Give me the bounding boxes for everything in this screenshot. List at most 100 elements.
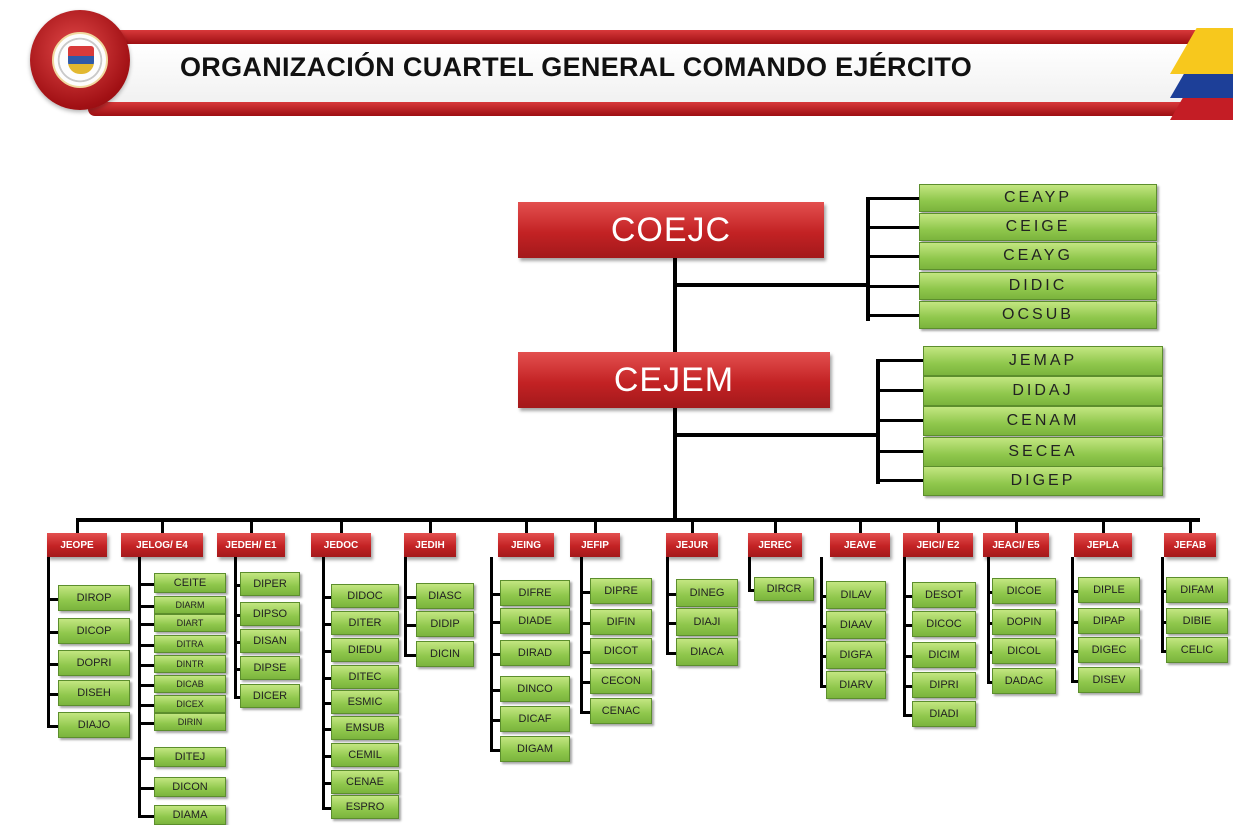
unit-connector-line — [322, 782, 332, 785]
unit-connector-line — [138, 684, 155, 687]
unit-box-digec: DIGEC — [1078, 637, 1140, 663]
unit-connector-line — [1161, 621, 1167, 624]
unit-connector-line — [234, 696, 241, 699]
army-emblem-icon — [30, 10, 130, 110]
unit-box-dinco: DINCO — [500, 676, 570, 702]
unit-box-cemil: CEMIL — [331, 743, 399, 767]
unit-connector-line — [903, 595, 913, 598]
jefatura-bracket-line — [1071, 557, 1074, 682]
unit-connector-line — [666, 593, 677, 596]
unit-connector-line — [1071, 650, 1079, 653]
unit-box-diaav: DIAAV — [826, 611, 886, 639]
coejc-branch-line — [677, 283, 867, 287]
unit-box-dipso: DIPSO — [240, 602, 300, 626]
unit-connector-line — [234, 614, 241, 617]
unit-box-diedu: DIEDU — [331, 638, 399, 662]
unit-connector-line — [47, 598, 59, 601]
node-cejem: CEJEM — [518, 352, 830, 408]
unit-connector-line — [138, 722, 155, 725]
unit-box-dicop: DICOP — [58, 618, 130, 644]
jefatura-jelog-e4: JELOG/ E4 — [121, 533, 203, 557]
unit-box-dopin: DOPIN — [992, 609, 1056, 635]
jefatura-bracket-line — [1161, 557, 1164, 652]
jefatura-drop-line — [691, 518, 694, 534]
unit-box-diadi: DIADI — [912, 701, 976, 727]
jefatura-drop-line — [594, 518, 597, 534]
unit-box-dicex: DICEX — [154, 695, 226, 713]
unit-box-digep: DIGEP — [923, 466, 1163, 496]
unit-box-dintr: DINTR — [154, 655, 226, 673]
jefatura-drop-line — [76, 518, 79, 534]
unit-connector-line — [404, 654, 417, 657]
cejem-unit-connector — [876, 389, 924, 392]
unit-connector-line — [138, 644, 155, 647]
jefatura-drop-line — [937, 518, 940, 534]
unit-box-dipri: DIPRI — [912, 672, 976, 698]
cejem-unit-connector — [876, 359, 924, 362]
unit-connector-line — [322, 623, 332, 626]
coejc-bracket-line — [866, 197, 870, 321]
unit-connector-line — [1071, 590, 1079, 593]
unit-connector-line — [47, 631, 59, 634]
unit-box-dicoe: DICOE — [992, 578, 1056, 604]
unit-box-dineg: DINEG — [676, 579, 738, 607]
jefatura-drop-line — [429, 518, 432, 534]
coejc-unit-connector — [866, 255, 920, 258]
unit-box-diseh: DISEH — [58, 680, 130, 706]
page-title: ORGANIZACIÓN CUARTEL GENERAL COMANDO EJÉ… — [180, 52, 973, 82]
unit-connector-line — [234, 584, 241, 587]
jefatura-drop-line — [250, 518, 253, 534]
unit-connector-line — [322, 728, 332, 731]
unit-box-dircr: DIRCR — [754, 577, 814, 601]
unit-connector-line — [404, 624, 417, 627]
unit-box-cenac: CENAC — [590, 698, 652, 724]
unit-box-diaji: DIAJI — [676, 608, 738, 636]
unit-connector-line — [490, 653, 501, 656]
unit-connector-line — [47, 725, 59, 728]
unit-connector-line — [580, 591, 591, 594]
unit-connector-line — [404, 596, 417, 599]
jefatura-bracket-line — [748, 557, 751, 591]
cejem-unit-connector — [876, 479, 924, 482]
banner-body — [100, 44, 1200, 102]
unit-connector-line — [138, 704, 155, 707]
jefatura-jedeh-e1: JEDEH/ E1 — [217, 533, 285, 557]
jefatura-jeave: JEAVE — [830, 533, 890, 557]
unit-box-cenae: CENAE — [331, 770, 399, 794]
unit-connector-line — [1071, 680, 1079, 683]
node-coejc: COEJC — [518, 202, 824, 258]
unit-connector-line — [903, 624, 913, 627]
jefatura-jedoc: JEDOC — [311, 533, 371, 557]
unit-connector-line — [322, 677, 332, 680]
unit-box-didoc: DIDOC — [331, 584, 399, 608]
jefatura-jeaci-e5: JEACI/ E5 — [983, 533, 1049, 557]
unit-box-diajo: DIAJO — [58, 712, 130, 738]
unit-connector-line — [490, 621, 501, 624]
jefatura-bracket-line — [666, 557, 669, 654]
jefatura-bracket-line — [820, 557, 823, 687]
unit-connector-line — [138, 787, 155, 790]
unit-connector-line — [1161, 650, 1167, 653]
unit-box-disan: DISAN — [240, 629, 300, 653]
jefatura-drop-line — [1015, 518, 1018, 534]
unit-connector-line — [903, 685, 913, 688]
jefatura-drop-line — [1102, 518, 1105, 534]
jefatura-bracket-line — [138, 557, 141, 817]
unit-box-dipse: DIPSE — [240, 656, 300, 680]
unit-box-dicin: DICIN — [416, 641, 474, 667]
unit-box-diple: DIPLE — [1078, 577, 1140, 603]
unit-connector-line — [820, 625, 827, 628]
unit-box-espro: ESPRO — [331, 795, 399, 819]
unit-connector-line — [820, 595, 827, 598]
unit-connector-line — [322, 702, 332, 705]
unit-connector-line — [138, 623, 155, 626]
jefatura-jepla: JEPLA — [1074, 533, 1132, 557]
unit-connector-line — [234, 641, 241, 644]
unit-box-cenam: CENAM — [923, 406, 1163, 436]
unit-box-dicoc: DICOC — [912, 611, 976, 637]
unit-box-ditra: DITRA — [154, 635, 226, 653]
unit-connector-line — [490, 689, 501, 692]
unit-connector-line — [138, 605, 155, 608]
unit-box-disev: DISEV — [1078, 667, 1140, 693]
unit-connector-line — [903, 655, 913, 658]
